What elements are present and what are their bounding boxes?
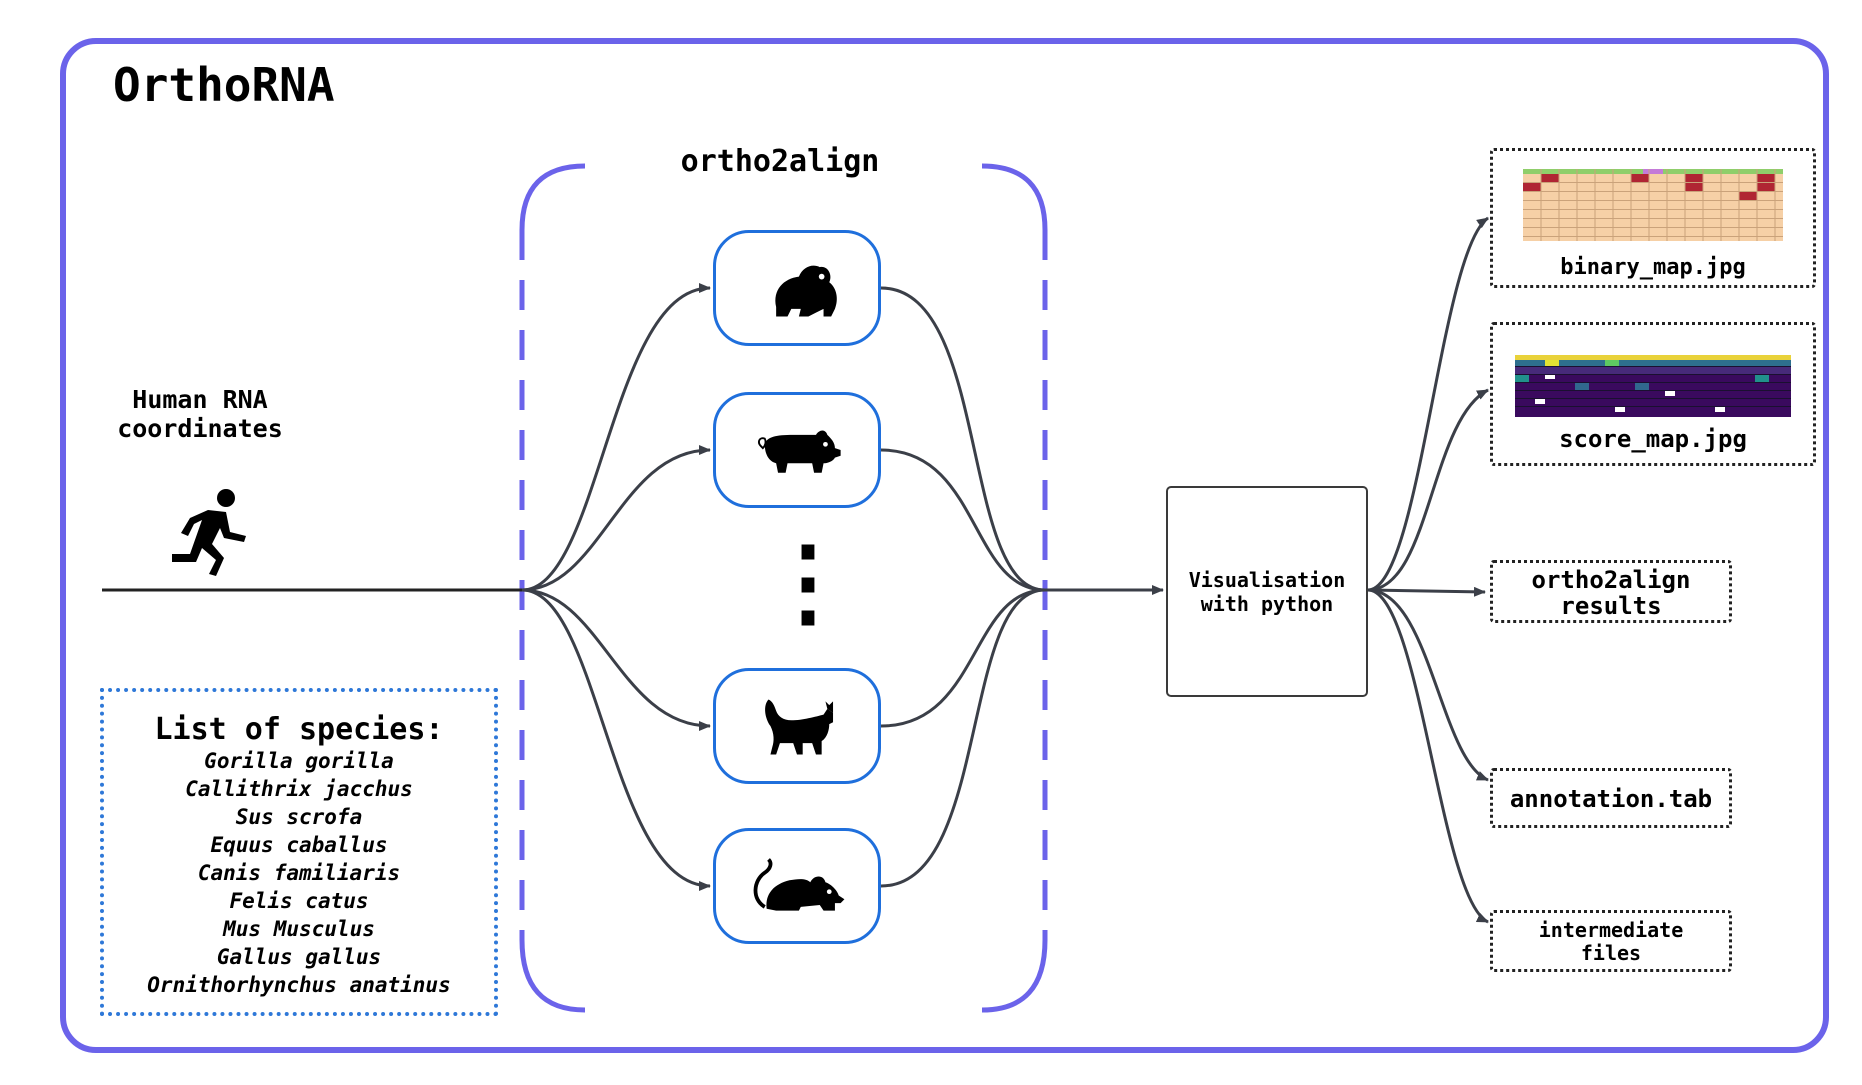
animal-box-cat [713,668,881,784]
binary-map-thumbnail [1523,169,1783,241]
gorilla-icon [775,265,837,317]
pig-icon [758,430,841,473]
species-item: Felis catus [229,889,369,913]
input-label: Human RNA coordinates [117,385,283,443]
outer-frame [60,38,1829,1053]
diagram-title: OrthoRNA [113,58,335,112]
processing-label: Visualisation with python [1188,567,1346,616]
species-item: Ornithorhynchus anatinus [147,973,451,997]
species-item: Equus caballus [210,833,388,857]
species-item: Canis familiaris [197,861,401,885]
output-label: binary_map.jpg [1560,255,1746,280]
species-item: Mus Musculus [223,917,375,941]
species-list-heading: List of species: [154,712,444,747]
output-intermediate-files: intermediate files [1490,910,1732,972]
tool-name-label: ortho2align [680,144,880,179]
score-map-thumbnail [1515,355,1791,417]
runner-icon [172,489,246,576]
species-item: Callithrix jacchus [185,777,413,801]
animal-box-gorilla [713,230,881,346]
output-binary-map: binary_map.jpg [1490,148,1816,288]
processing-box: Visualisation with python [1166,486,1368,697]
species-item: Sus scrofa [235,805,363,829]
output-annotation-tab: annotation.tab [1490,768,1732,828]
ortho2align-bracket [519,163,1048,1013]
species-item: Gorilla gorilla [204,749,394,773]
species-list-box: List of species: Gorilla gorilla Callith… [100,688,498,1016]
more-species-ellipsis: ⋮ [760,526,856,638]
animal-box-mouse [713,828,881,944]
output-label: score_map.jpg [1559,425,1747,453]
output-label: annotation.tab [1509,785,1713,813]
mouse-icon [753,858,845,911]
output-label: ortho2align results [1531,566,1691,620]
species-item: Gallus gallus [216,945,382,969]
cat-icon [765,699,834,755]
output-score-map: score_map.jpg [1490,322,1816,466]
output-ortho2align-results: ortho2align results [1490,560,1732,623]
animal-box-pig [713,392,881,508]
output-label: intermediate files [1538,918,1684,965]
